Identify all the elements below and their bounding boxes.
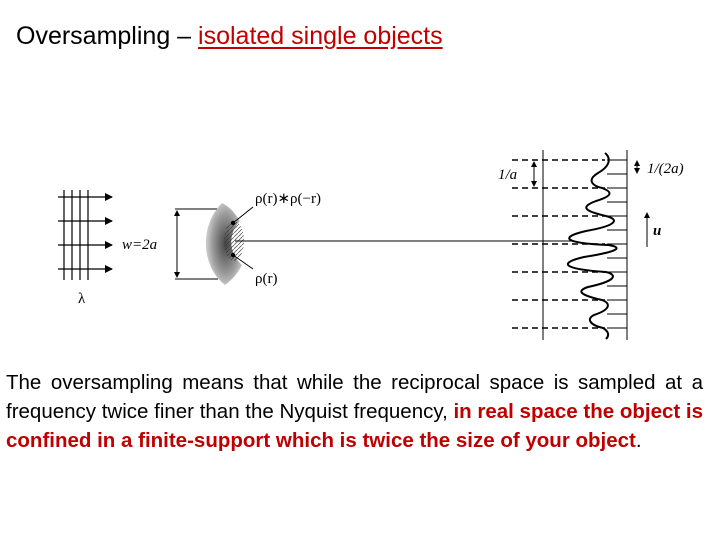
body-text-black: The oversampling means that while the re…	[6, 371, 703, 423]
wavelength-label: λ	[78, 291, 86, 307]
sampling-dashes	[512, 159, 605, 329]
diffraction-pattern-curve	[566, 152, 618, 340]
width-label: w=2a	[122, 237, 157, 253]
body-text-red: in real space the object is confined in …	[6, 400, 704, 452]
slide-title: Oversampling – isolated single objects	[16, 22, 443, 51]
plane-wave-grid	[58, 190, 113, 280]
density-label: ρ(r)	[255, 271, 277, 287]
object-shape	[205, 203, 254, 285]
u-axis-label: u	[653, 223, 661, 239]
sampling-ticks	[607, 159, 627, 329]
autocorrelation-label: ρ(r)∗ρ(−r)	[255, 191, 321, 207]
title-main: Oversampling –	[16, 22, 199, 50]
oversampling-diagram: λ w=2a ρ(r)∗ρ(−r) ρ(r)	[58, 150, 684, 340]
width-bracket	[174, 208, 218, 280]
body-text-end: .	[635, 429, 642, 452]
detector-grid	[542, 150, 628, 340]
title-highlight: isolated single objects	[198, 22, 443, 50]
period-label: 1/a	[498, 167, 517, 183]
body-paragraph: The oversampling means that while the re…	[6, 368, 703, 455]
sampling-interval-label: 1/(2a)	[647, 161, 684, 177]
